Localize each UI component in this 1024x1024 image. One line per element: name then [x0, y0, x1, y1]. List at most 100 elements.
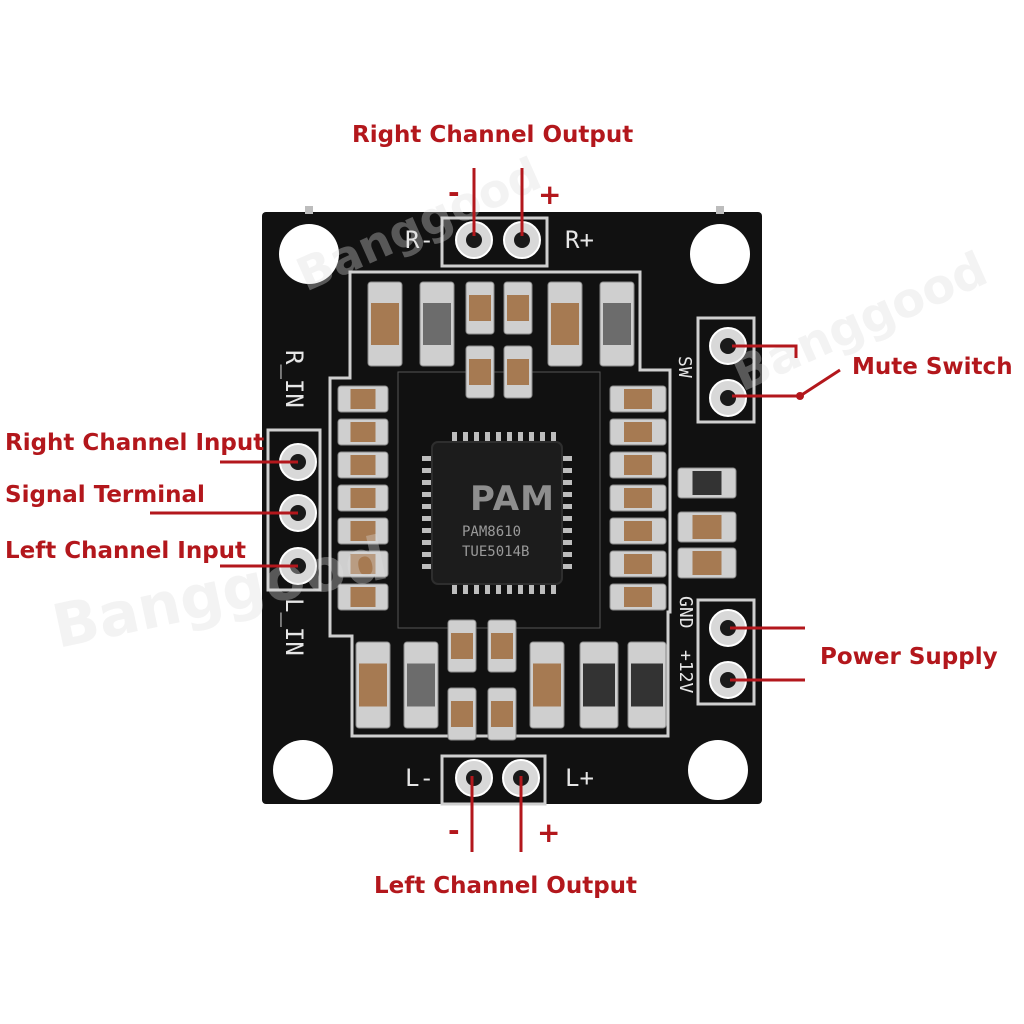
chip-leg: [463, 432, 468, 444]
label-mute-switch: Mute Switch: [852, 354, 1013, 380]
label-right-channel-input: Right Channel Input: [5, 430, 264, 456]
smd-body: [624, 587, 652, 607]
smd-part: [503, 345, 533, 399]
smd-body: [371, 303, 399, 345]
smd-body: [423, 303, 451, 345]
smd-body: [350, 455, 376, 475]
smd-body: [624, 455, 652, 475]
chip-leg: [485, 582, 490, 594]
smd-body: [624, 389, 652, 409]
chip-leg: [422, 552, 434, 557]
smd-body: [350, 521, 376, 541]
label-left-output-minus: -: [448, 814, 460, 847]
smd-body: [692, 551, 722, 575]
smd-part: [355, 641, 391, 729]
smd-part: [609, 451, 667, 479]
smd-body: [350, 488, 376, 508]
chip-leg: [551, 432, 556, 444]
smd-body: [350, 554, 376, 574]
chip-leg: [560, 468, 572, 473]
chip-part-number: PAM8610: [462, 524, 521, 540]
chip-leg: [422, 564, 434, 569]
chip-leg: [560, 540, 572, 545]
smd-body: [407, 663, 435, 707]
smd-part: [367, 281, 403, 367]
silk-l-minus: L-: [405, 764, 434, 792]
smd-body: [451, 633, 473, 659]
chip-logo: PAM: [470, 479, 555, 519]
smd-body: [603, 303, 631, 345]
header-outline-bottom: [440, 754, 547, 806]
smd-part: [447, 687, 477, 741]
smd-part: [579, 641, 619, 729]
smd-part: [337, 451, 389, 479]
label-left-output-plus: +: [537, 816, 560, 849]
smd-body: [491, 701, 513, 727]
smd-body: [350, 389, 376, 409]
smd-body: [491, 633, 513, 659]
smd-part: [627, 641, 667, 729]
header-pin-hole: [720, 338, 736, 354]
mounting-hole-bottom-right: [688, 740, 748, 800]
silkscreen-inner: [397, 371, 601, 629]
chip-leg: [474, 582, 479, 594]
smd-part: [547, 281, 583, 367]
chip-leg: [507, 432, 512, 444]
mounting-hole-bottom-left: [273, 740, 333, 800]
header-outline-left: [266, 428, 322, 592]
header-pin-hole: [466, 770, 482, 786]
chip-leg: [422, 528, 434, 533]
chip-date-code: TUE5014B: [462, 544, 529, 560]
smd-part: [487, 619, 517, 673]
header-pin-hole: [720, 672, 736, 688]
smd-body: [469, 359, 491, 385]
chip-leg: [474, 432, 479, 444]
pam8610-chip: PAM PAM8610 TUE5014B: [422, 432, 572, 594]
label-right-output-minus: -: [448, 176, 460, 209]
smd-part: [609, 550, 667, 578]
header-pin-hole: [514, 232, 530, 248]
header-outline-power: [696, 598, 756, 706]
chip-leg: [485, 432, 490, 444]
chip-leg: [560, 552, 572, 557]
board-edge-tab: [716, 206, 724, 214]
smd-body: [692, 471, 722, 495]
smd-body: [624, 554, 652, 574]
silk-r-minus: R-: [405, 226, 434, 254]
leader-dot: [796, 392, 804, 400]
chip-leg: [529, 582, 534, 594]
label-left-channel-output: Left Channel Output: [374, 873, 637, 899]
chip-leg: [422, 504, 434, 509]
smd-body: [533, 663, 561, 707]
smd-part: [403, 641, 439, 729]
chip-leg: [422, 492, 434, 497]
chip-leg: [422, 516, 434, 521]
chip-leg: [463, 582, 468, 594]
chip-leg: [452, 582, 457, 594]
smd-part: [337, 484, 389, 512]
chip-leg: [422, 468, 434, 473]
smd-part: [337, 385, 389, 413]
smd-part: [677, 547, 737, 579]
chip-body: [431, 441, 563, 585]
chip-leg: [560, 564, 572, 569]
smd-part: [609, 418, 667, 446]
smd-body: [551, 303, 579, 345]
label-power-supply: Power Supply: [820, 644, 998, 670]
chip-leg: [560, 504, 572, 509]
chip-leg: [422, 456, 434, 461]
smd-body: [359, 663, 387, 707]
header-pin-hole: [720, 390, 736, 406]
smd-body: [624, 422, 652, 442]
silkscreen-frame: [328, 270, 672, 738]
chip-leg: [560, 456, 572, 461]
mounting-hole-top-left: [279, 224, 339, 284]
smd-part: [337, 418, 389, 446]
chip-leg: [560, 492, 572, 497]
label-right-output-plus: +: [538, 178, 561, 211]
silk-r-plus: R+: [565, 226, 594, 254]
header-outline-sw: [696, 316, 756, 424]
chip-leg: [518, 432, 523, 444]
chip-leg: [422, 540, 434, 545]
smd-part: [677, 511, 737, 543]
